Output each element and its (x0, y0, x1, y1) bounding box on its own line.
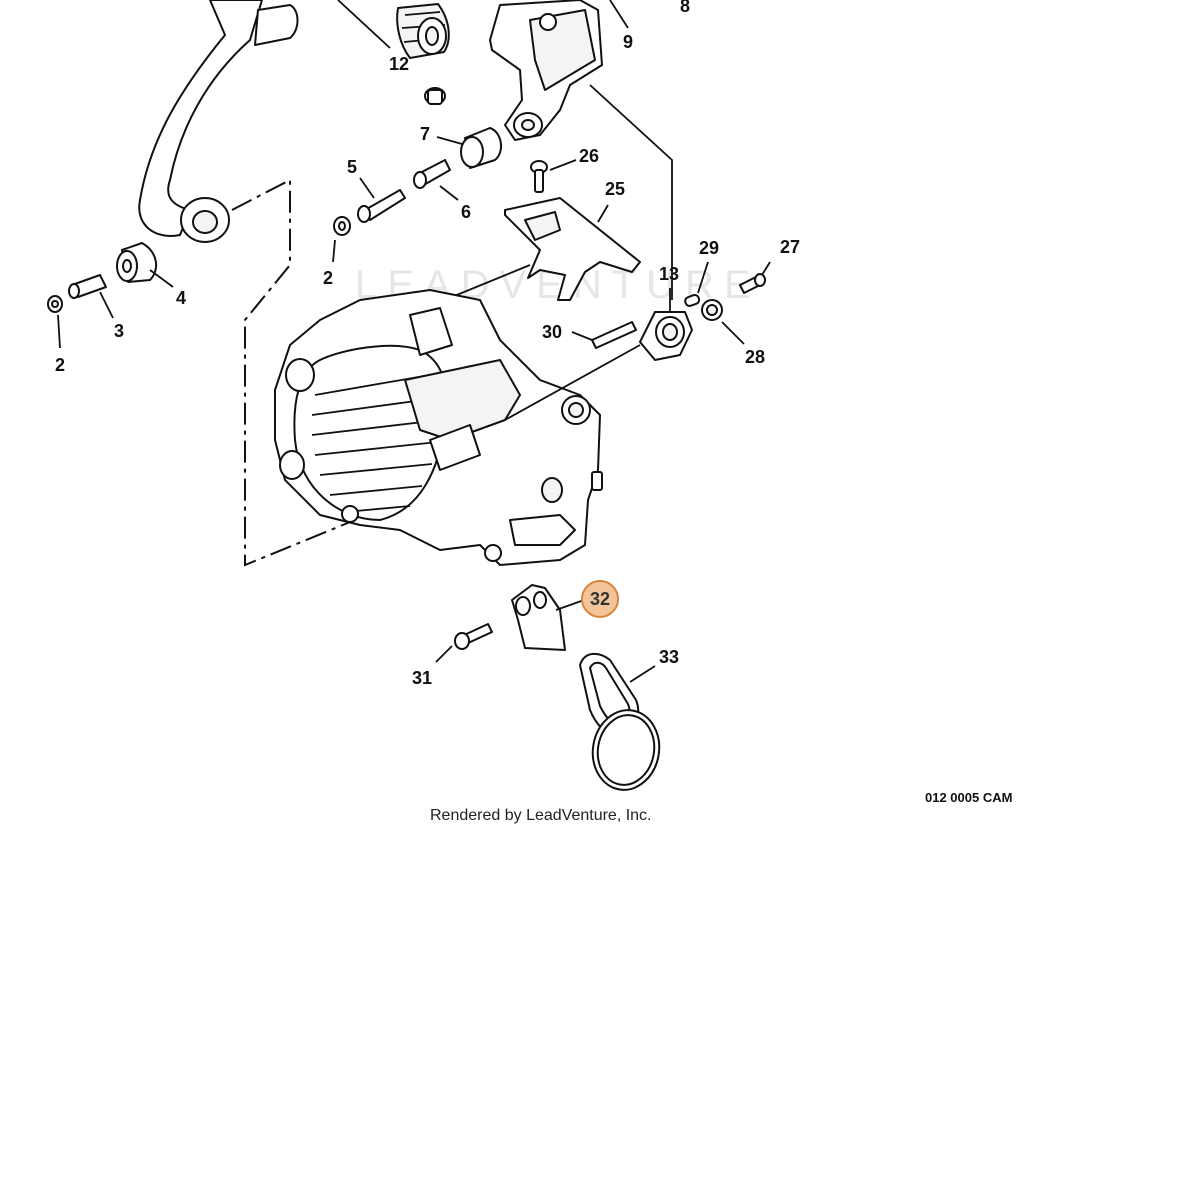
assembly-line-13 (504, 344, 641, 421)
callout-33[interactable]: 33 (659, 647, 679, 667)
diagram-code: 012 0005 CAM (925, 790, 1012, 805)
part-27-screw (739, 273, 766, 294)
part-30-pin (591, 321, 637, 349)
part-9-bracket (489, 0, 603, 141)
part-33-gasket (579, 652, 661, 791)
callout-2-lower[interactable]: 2 (55, 355, 65, 375)
callout-31[interactable]: 31 (412, 668, 432, 688)
part-29-pin (684, 293, 701, 307)
callout-25[interactable]: 25 (605, 179, 625, 199)
part-13-housing (639, 311, 693, 361)
engine-crankcase (274, 289, 603, 566)
part-7-bushing (460, 127, 502, 169)
callout-2-upper[interactable]: 2 (323, 268, 333, 288)
part-6-pin (413, 159, 451, 189)
callout-28[interactable]: 28 (745, 347, 765, 367)
callout-32-highlight (581, 580, 619, 618)
callout-4[interactable]: 4 (176, 288, 186, 308)
callout-7[interactable]: 7 (420, 124, 430, 144)
handlebar-part (138, 0, 299, 243)
assembly-line-left (231, 178, 356, 567)
callout-27[interactable]: 27 (780, 237, 800, 257)
leader-lines (57, 0, 771, 683)
callout-3[interactable]: 3 (114, 321, 124, 341)
callout-13[interactable]: 13 (659, 264, 679, 284)
part-4-mount (116, 242, 158, 283)
callout-6[interactable]: 6 (461, 202, 471, 222)
callout-8[interactable]: 8 (680, 0, 690, 16)
part-28-ring (701, 299, 723, 321)
part-3-stud (68, 274, 107, 299)
part-31-screw (454, 623, 493, 650)
part-32-bracket (511, 584, 566, 651)
part-12-buffer (396, 3, 450, 59)
render-credit: Rendered by LeadVenture, Inc. (430, 807, 652, 824)
part-12-plug (424, 87, 446, 105)
part-2-washer-upper (333, 216, 351, 236)
callout-9[interactable]: 9 (623, 32, 633, 52)
callout-32[interactable]: 32 (590, 589, 610, 609)
part-25-cover (504, 197, 641, 301)
callout-30[interactable]: 30 (542, 322, 562, 342)
part-26-screw (530, 160, 548, 193)
callout-5[interactable]: 5 (347, 157, 357, 177)
part-5-bolt (357, 189, 406, 223)
callout-26[interactable]: 26 (579, 146, 599, 166)
callout-12[interactable]: 12 (389, 54, 409, 74)
callout-29[interactable]: 29 (699, 238, 719, 258)
part-2-washer-lower (47, 295, 63, 313)
